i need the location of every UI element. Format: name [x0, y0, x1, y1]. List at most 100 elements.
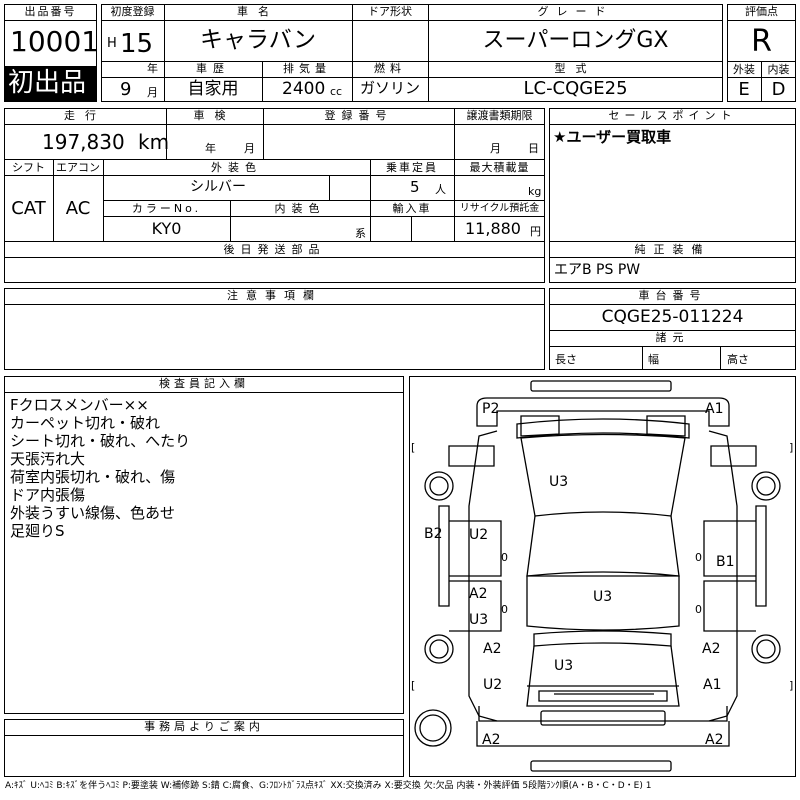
chassis-label: 車台番号 — [638, 289, 707, 302]
inspector-note-line: 外装うすい線傷、色あせ — [10, 504, 176, 522]
ext-color-value: シルバー — [190, 179, 246, 195]
lot-label: 出品番号 — [24, 5, 77, 18]
transfer-label: 譲渡書類期限 — [466, 109, 533, 122]
capacity-label: 乗車定員 — [386, 161, 438, 174]
score-label: 評価点 — [745, 5, 778, 18]
inspector-note-line: ドア内張傷 — [10, 486, 86, 504]
first-listing-label: 初出品 — [8, 68, 87, 98]
inspector-label: 検査員記入欄 — [159, 377, 249, 390]
ext-color-label: 外装色 — [211, 161, 262, 174]
diagram-mark: U3 — [549, 474, 568, 490]
diagram-zero: 0 — [695, 603, 702, 616]
car-diagram: P2 A1 U3 B2 U2 B1 A2 U3 U3 A2 A2 U3 U2 A… — [411, 380, 793, 772]
displacement-value: 2400 — [282, 79, 326, 99]
diagram-mark: A2 — [705, 732, 723, 748]
shift-value: CAT — [11, 198, 46, 219]
diagram-mark: A2 — [469, 586, 487, 602]
diagram-mark: A2 — [483, 641, 501, 657]
car-diagram-box — [409, 376, 796, 777]
diagram-bracket: [ — [411, 441, 415, 454]
int-color-label: 内装色 — [274, 202, 326, 215]
inspector-note-line: カーペット切れ・破れ — [10, 414, 161, 432]
lot-box — [4, 4, 97, 102]
inspection-month-unit: 月 — [244, 142, 255, 155]
spec-grid — [4, 108, 545, 283]
inspection-year-unit: 年 — [205, 142, 216, 155]
aircon-label: エアコン — [56, 161, 100, 174]
grade-label: グレード — [537, 5, 614, 18]
ext-score-value: E — [738, 79, 750, 100]
first-reg-month-unit: 月 — [147, 86, 158, 99]
equipment-label: 純正装備 — [634, 243, 711, 256]
chassis-box — [549, 288, 796, 370]
inspector-note-line: Fクロスメンバー×× — [10, 396, 149, 414]
recycle-label: リサイクル預託金 — [459, 203, 540, 214]
max-load-label: 最大積載量 — [469, 161, 530, 174]
capacity-unit: 人 — [435, 183, 446, 196]
first-reg-label: 初度登録 — [110, 5, 155, 18]
car-name-label: 車名 — [237, 5, 279, 18]
mileage-label: 走行 — [64, 109, 106, 122]
first-reg-year: 15 — [120, 29, 154, 59]
first-listing-badge — [5, 66, 96, 101]
displacement-unit: cc — [330, 85, 343, 98]
transfer-day-unit: 日 — [528, 142, 539, 155]
notes-label: 注意事項欄 — [227, 289, 322, 302]
diagram-mark: A2 — [482, 732, 500, 748]
mileage-value: 197,830 — [42, 130, 125, 154]
sales-point-label: セールスポイント — [608, 109, 737, 122]
diagram-mark: B2 — [424, 526, 443, 542]
inspector-box — [4, 376, 404, 714]
diagram-mark: B1 — [716, 554, 735, 570]
grade-value: スーパーロングGX — [482, 28, 669, 53]
inspector-note-line: 天張汚れ大 — [10, 450, 86, 468]
recycle-value: 11,880 — [465, 219, 521, 238]
inspector-notes: Fクロスメンバー×× カーペット切れ・破れ シート切れ・破れ、へたり 天張汚れ大… — [10, 396, 190, 540]
diagram-zero: 0 — [501, 551, 508, 564]
lot-number: 10001 — [10, 25, 100, 58]
diagram-mark: U2 — [483, 677, 502, 693]
inspection-label: 車検 — [193, 109, 236, 122]
int-score-value: D — [771, 79, 786, 100]
diagram-mark: U2 — [469, 527, 488, 543]
aircon-value: AC — [65, 198, 91, 219]
int-score-label: 内装 — [767, 63, 790, 76]
history-label: 車歴 — [196, 62, 230, 75]
inspector-note-line: シート切れ・破れ、へたり — [10, 432, 191, 450]
diagram-mark: A1 — [703, 677, 721, 693]
office-label: 事務局よりご案内 — [144, 720, 264, 733]
first-reg-year-unit: 年 — [147, 62, 158, 75]
dims-width: 幅 — [648, 353, 659, 366]
model-code-label: 型式 — [554, 62, 597, 75]
sales-point-value: ★ユーザー買取車 — [553, 128, 672, 146]
diagram-zero: 0 — [695, 551, 702, 564]
office-box — [4, 719, 404, 777]
reg-no-label: 登録番号 — [324, 109, 393, 122]
diagram-mark: U3 — [593, 589, 612, 605]
capacity-value: 5 — [410, 178, 420, 196]
transfer-month-unit: 月 — [490, 142, 501, 155]
equipment-value: エアB PS PW — [554, 262, 641, 278]
later-parts-label: 後日発送部品 — [223, 243, 326, 256]
car-name-value: キャラバン — [200, 27, 316, 53]
dims-length: 長さ — [555, 353, 577, 366]
first-reg-month: 9 — [120, 79, 132, 100]
color-no-label: カラーNo. — [131, 202, 202, 215]
mileage-unit: km — [138, 130, 170, 154]
legend-text: A:ｷｽﾞ U:ﾍｺﾐ B:ｷｽﾞを伴うﾍｺﾐ P:要塗装 W:補修跡 S:錆 … — [5, 781, 652, 791]
diagram-bracket: [ — [411, 679, 415, 692]
first-reg-era: H — [107, 36, 117, 51]
sales-point-box — [549, 108, 796, 283]
ext-score-label: 外装 — [733, 63, 755, 76]
import-label: 輸入車 — [392, 202, 432, 215]
fuel-label: 燃料 — [374, 62, 406, 75]
max-load-unit: kg — [528, 185, 542, 198]
displacement-label: 排気量 — [283, 62, 331, 75]
recycle-unit: 円 — [530, 225, 541, 238]
dims-label: 諸元 — [655, 331, 690, 344]
diagram-mark: U3 — [469, 612, 488, 628]
int-color-unit: 系 — [355, 227, 366, 240]
header-grid — [101, 4, 723, 102]
door-label: ドア形状 — [368, 5, 412, 18]
diagram-mark: A1 — [705, 401, 723, 417]
